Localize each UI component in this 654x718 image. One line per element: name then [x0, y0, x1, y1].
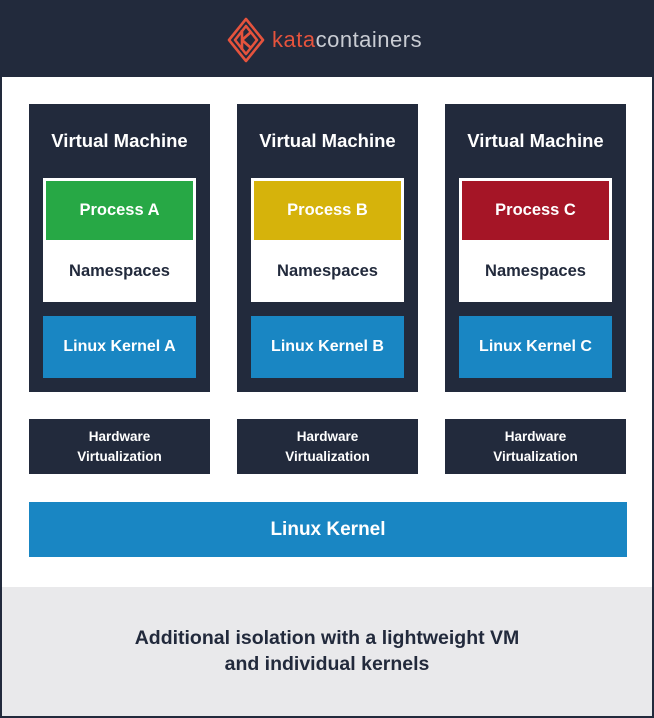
vm-title: Virtual Machine	[259, 130, 396, 151]
hardware-virtualization-b: Hardware Virtualization	[237, 419, 418, 474]
hv-line1: Hardware	[88, 428, 151, 444]
kata-logo-icon	[227, 17, 265, 63]
process-c: Process C	[462, 181, 609, 240]
header-bar: katacontainers	[2, 2, 652, 77]
hv-line1: Hardware	[296, 428, 359, 444]
logo-text-kata: kata	[272, 27, 316, 52]
logo-text-containers: containers	[315, 27, 423, 52]
virtual-machine-a: Virtual Machine Process A Namespaces Lin…	[29, 104, 210, 392]
process-a: Process A	[46, 181, 193, 240]
namespaces-label: Namespaces	[485, 261, 586, 280]
hv-line2: Virtualization	[493, 448, 578, 464]
namespaces-label: Namespaces	[69, 261, 170, 280]
process-namespace-box: Process B Namespaces	[251, 178, 404, 302]
hv-line2: Virtualization	[285, 448, 370, 464]
caption-line2: and individual kernels	[224, 653, 430, 675]
hardware-virtualization-a: Hardware Virtualization	[29, 419, 210, 474]
hv-line2: Virtualization	[77, 448, 162, 464]
vm-title: Virtual Machine	[467, 130, 604, 151]
process-b: Process B	[254, 181, 401, 240]
host-linux-kernel: Linux Kernel	[29, 502, 627, 557]
namespaces-label: Namespaces	[277, 261, 378, 280]
linux-kernel-c: Linux Kernel C	[459, 316, 612, 378]
hardware-virtualization-c: Hardware Virtualization	[445, 419, 626, 474]
caption: Additional isolation with a lightweight …	[2, 625, 652, 677]
process-namespace-box: Process C Namespaces	[459, 178, 612, 302]
process-namespace-box: Process A Namespaces	[43, 178, 196, 302]
hv-line1: Hardware	[504, 428, 567, 444]
logo-wordmark: katacontainers	[272, 29, 422, 51]
linux-kernel-b: Linux Kernel B	[251, 316, 404, 378]
footer-panel: Additional isolation with a lightweight …	[2, 587, 652, 716]
caption-line1: Additional isolation with a lightweight …	[134, 627, 520, 649]
kata-containers-logo: katacontainers	[226, 16, 422, 64]
linux-kernel-a: Linux Kernel A	[43, 316, 196, 378]
vm-title: Virtual Machine	[51, 130, 188, 151]
virtual-machine-c: Virtual Machine Process C Namespaces Lin…	[445, 104, 626, 392]
virtual-machine-b: Virtual Machine Process B Namespaces Lin…	[237, 104, 418, 392]
